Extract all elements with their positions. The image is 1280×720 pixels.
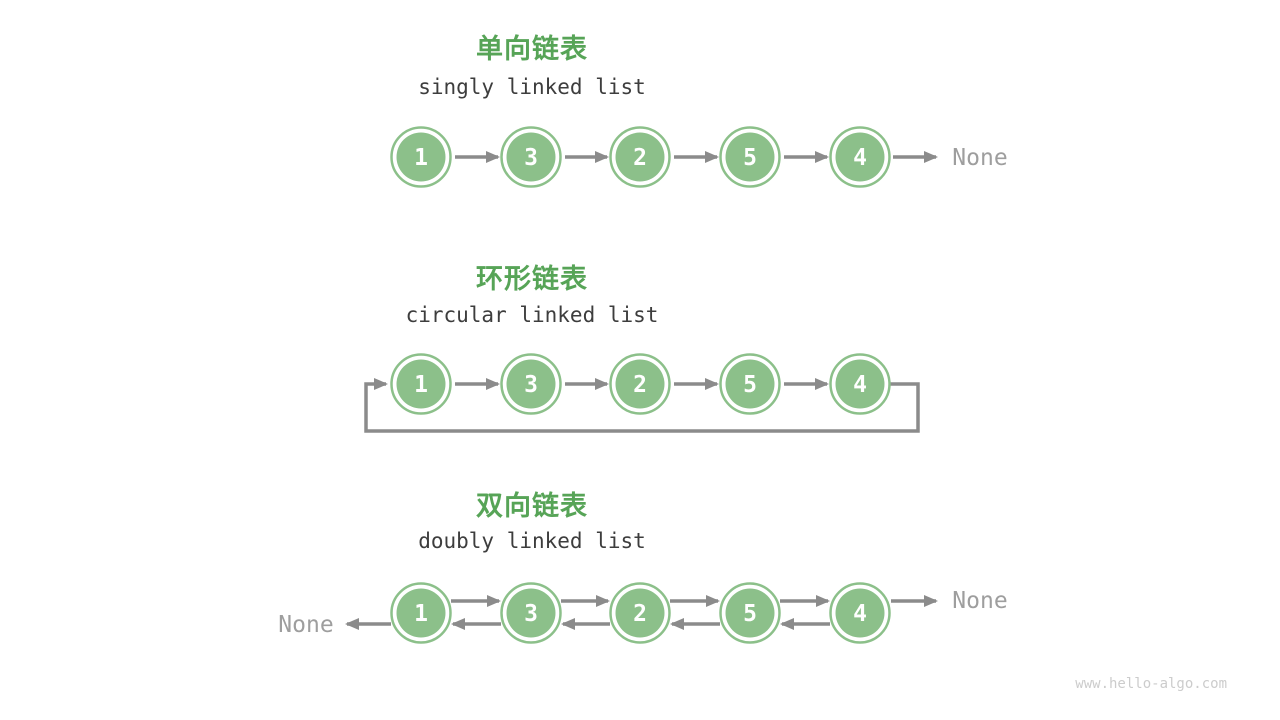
node-value: 3 bbox=[524, 145, 538, 171]
list-node: 5 bbox=[719, 126, 781, 188]
section-title-doubly-zh: 双向链表 bbox=[476, 491, 588, 522]
list-node: 1 bbox=[390, 582, 452, 644]
list-node: 3 bbox=[500, 126, 562, 188]
list-node: 1 bbox=[390, 126, 452, 188]
node-outer-ring bbox=[829, 353, 891, 415]
node-outer-ring bbox=[609, 582, 671, 644]
node-outer-ring bbox=[500, 582, 562, 644]
node-value: 4 bbox=[853, 372, 867, 398]
list-node: 3 bbox=[500, 353, 562, 415]
node-value: 2 bbox=[633, 601, 647, 627]
node-body bbox=[396, 132, 446, 182]
node-outer-ring bbox=[719, 126, 781, 188]
none-label: None bbox=[952, 145, 1007, 171]
list-node: 2 bbox=[609, 353, 671, 415]
section-title-singly-en: singly linked list bbox=[418, 75, 646, 99]
section-title-doubly-en: doubly linked list bbox=[418, 529, 646, 553]
node-body bbox=[725, 132, 775, 182]
node-outer-ring bbox=[390, 126, 452, 188]
node-body bbox=[615, 132, 665, 182]
watermark: www.hello-algo.com bbox=[1075, 676, 1227, 692]
node-outer-ring bbox=[829, 126, 891, 188]
node-body bbox=[506, 132, 556, 182]
node-value: 2 bbox=[633, 372, 647, 398]
node-outer-ring bbox=[829, 582, 891, 644]
node-body bbox=[835, 359, 885, 409]
node-body bbox=[506, 359, 556, 409]
list-node: 2 bbox=[609, 582, 671, 644]
node-outer-ring bbox=[500, 126, 562, 188]
list-node: 3 bbox=[500, 582, 562, 644]
node-body bbox=[615, 359, 665, 409]
node-value: 3 bbox=[524, 601, 538, 627]
node-outer-ring bbox=[719, 582, 781, 644]
loop-back-arrow bbox=[364, 378, 920, 433]
list-node: 4 bbox=[829, 582, 891, 644]
node-outer-ring bbox=[390, 353, 452, 415]
node-body bbox=[835, 132, 885, 182]
node-value: 4 bbox=[853, 145, 867, 171]
section-title-circular-en: circular linked list bbox=[405, 303, 659, 327]
node-body bbox=[506, 588, 556, 638]
node-value: 1 bbox=[414, 601, 428, 627]
node-value: 3 bbox=[524, 372, 538, 398]
list-node: 4 bbox=[829, 126, 891, 188]
node-outer-ring bbox=[390, 582, 452, 644]
node-value: 5 bbox=[743, 372, 757, 398]
node-value: 1 bbox=[414, 145, 428, 171]
node-value: 1 bbox=[414, 372, 428, 398]
node-value: 5 bbox=[743, 601, 757, 627]
node-body bbox=[725, 588, 775, 638]
node-body bbox=[615, 588, 665, 638]
list-node: 1 bbox=[390, 353, 452, 415]
node-body bbox=[396, 359, 446, 409]
node-outer-ring bbox=[719, 353, 781, 415]
node-outer-ring bbox=[609, 126, 671, 188]
node-outer-ring bbox=[500, 353, 562, 415]
list-node: 4 bbox=[829, 353, 891, 415]
none-label: None bbox=[952, 588, 1007, 614]
list-node: 5 bbox=[719, 582, 781, 644]
section-title-circular-zh: 环形链表 bbox=[476, 264, 588, 295]
node-value: 5 bbox=[743, 145, 757, 171]
node-body bbox=[725, 359, 775, 409]
none-label: None bbox=[278, 612, 333, 638]
list-node: 5 bbox=[719, 353, 781, 415]
node-value: 2 bbox=[633, 145, 647, 171]
node-value: 4 bbox=[853, 601, 867, 627]
node-body bbox=[396, 588, 446, 638]
list-node: 2 bbox=[609, 126, 671, 188]
node-body bbox=[835, 588, 885, 638]
section-title-singly-zh: 单向链表 bbox=[476, 34, 588, 65]
node-outer-ring bbox=[609, 353, 671, 415]
